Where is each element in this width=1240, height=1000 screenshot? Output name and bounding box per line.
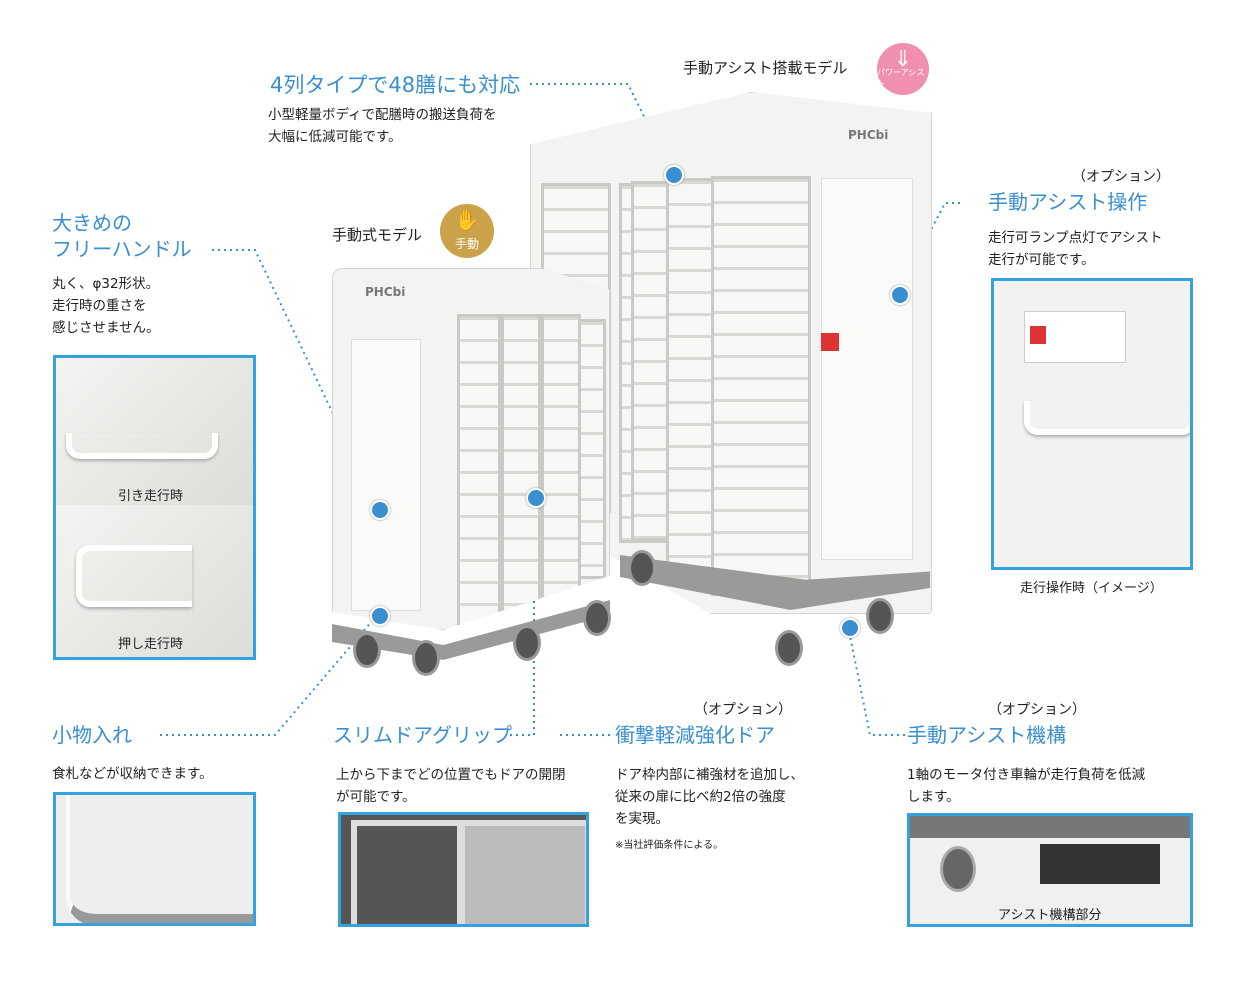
body-line: 上から下までどの位置でもドアの開閉 (336, 767, 566, 783)
body-line: 大幅に低減可能です。 (268, 129, 402, 145)
title-line: 大きめの (52, 211, 132, 235)
hand-icon: ✋ (454, 208, 480, 232)
callout-dot-handle (370, 500, 390, 520)
body-line: 従来の扉に比べ約2倍の強度 (615, 789, 786, 805)
photo-assist-mechanism: アシスト機構部分 (907, 813, 1193, 927)
title-assist-operation: 手動アシスト操作 (988, 190, 1148, 214)
body-line: 小型軽量ボディで配膳時の搬送負荷を (268, 107, 497, 123)
callout-dot-assist-operation (890, 285, 910, 305)
body-line: を実現。 (615, 811, 669, 827)
title-compartment: 小物入れ (52, 723, 132, 747)
caption-assist-operation: 走行操作時（イメージ） (1020, 581, 1163, 596)
callout-dot-4-column (664, 165, 684, 185)
caption-pull: 引き走行時 (118, 489, 184, 504)
body-handle: 丸く、φ32形状。 走行時の重さを 感じさせません。 (52, 273, 160, 339)
brand-logo-small: PHCbi (365, 285, 406, 299)
title-impact-door: 衝撃軽減強化ドア (615, 723, 775, 747)
power-assist-badge-icon: ⇓ パワーアシスト (877, 43, 929, 95)
body-impact-door: ドア枠内部に補強材を追加し、 従来の扉に比べ約2倍の強度 を実現。 (615, 764, 804, 830)
photo-compartment (53, 792, 256, 926)
body-door-grip: 上から下までどの位置でもドアの開閉 が可能です。 (336, 764, 566, 808)
brand-logo: PHCbi (848, 128, 889, 142)
body-assist-operation: 走行可ランプ点灯でアシスト 走行が可能です。 (988, 227, 1163, 271)
manual-cart-image (332, 268, 610, 630)
body-line: 感じさせません。 (52, 320, 160, 336)
title-4-column: 4列タイプで48膳にも対応 (270, 73, 521, 97)
body-line: します。 (907, 789, 960, 805)
callout-dot-assist-mechanism (840, 618, 860, 638)
body-line: 走行時の重さを (52, 298, 147, 314)
body-assist-mechanism: 1軸のモータ付き車輪が走行負荷を低減 します。 (907, 764, 1145, 808)
assist-model-label: 手動アシスト搭載モデル (683, 59, 848, 77)
body-line: ドア枠内部に補強材を追加し、 (615, 767, 804, 783)
badge-text: パワーアシスト (877, 68, 925, 88)
body-4-column: 小型軽量ボディで配膳時の搬送負荷を 大幅に低減可能です。 (268, 104, 497, 148)
footnote: ※当社評価条件による。 (615, 840, 724, 851)
assist-cart-image (530, 92, 932, 614)
body-line: が可能です。 (336, 789, 416, 805)
caption-assist-mechanism: アシスト機構部分 (998, 908, 1102, 923)
option-label: （オプション） (988, 702, 1086, 718)
title-line: フリーハンドル (52, 237, 192, 261)
photo-pull-handle: 引き走行時 (53, 355, 256, 508)
body-line: 1軸のモータ付き車輪が走行負荷を低減 (907, 767, 1146, 783)
title-door-grip: スリムドアグリップ (333, 723, 512, 747)
photo-assist-operation (991, 278, 1193, 570)
assist-arrows-icon: ⇓ (893, 47, 913, 72)
title-assist-mechanism: 手動アシスト機構 (907, 723, 1067, 747)
title-handle: 大きめの フリーハンドル (52, 210, 192, 262)
option-label: （オプション） (1072, 169, 1170, 185)
option-label: （オプション） (694, 702, 792, 718)
photo-push-handle: 押し走行時 (53, 505, 256, 660)
badge-text: 手動 (454, 237, 479, 251)
manual-model-label: 手動式モデル (332, 226, 423, 244)
body-line: 丸く、φ32形状。 (52, 276, 160, 292)
caption-push: 押し走行時 (118, 637, 184, 652)
body-line: 走行が可能です。 (988, 252, 1095, 268)
body-compartment: 食札などが収納できます。 (52, 766, 213, 782)
photo-door-grip (338, 812, 589, 927)
callout-dot-door-grip (526, 488, 546, 508)
callout-dot-compartment (370, 606, 390, 626)
manual-hand-badge-icon: ✋ 手動 (440, 204, 494, 258)
body-line: 走行可ランプ点灯でアシスト (988, 230, 1163, 246)
